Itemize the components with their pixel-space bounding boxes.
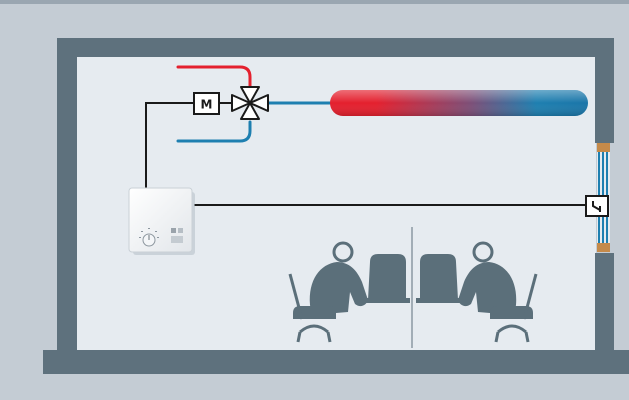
window-seal-bottom: [597, 243, 610, 252]
left-monitor: [368, 254, 406, 300]
radiator-shine: [330, 90, 588, 116]
left-wall: [57, 38, 77, 351]
contact-switch-symbol: [592, 201, 601, 212]
right-chair-seat: [490, 306, 533, 319]
right-desk: [416, 298, 462, 303]
window-contact-switch-icon: [585, 195, 609, 217]
right-chair-base: [494, 324, 530, 343]
motor-box: [193, 92, 220, 115]
left-desk: [364, 298, 410, 303]
person-at-desk-left-icon: [288, 241, 410, 343]
left-person-body: [309, 262, 368, 315]
three-way-valve-icon: [231, 86, 269, 120]
window-seal-top: [597, 143, 610, 152]
control-wires: [145, 102, 587, 206]
motor-actuator: M: [193, 92, 220, 115]
right-chair-back: [522, 273, 538, 320]
thermostat-indicator-2: [178, 228, 183, 233]
thermostat-switch: [171, 236, 183, 243]
left-chair-seat: [293, 306, 336, 319]
left-chair-back: [288, 273, 304, 320]
pipes: [176, 65, 334, 143]
hot-supply-pipe: [176, 65, 252, 88]
left-person-head: [332, 241, 354, 263]
room-thermostat-icon: [128, 187, 195, 255]
right-wall-lower: [595, 253, 614, 351]
motor-label: M: [201, 98, 213, 112]
person-at-desk-right-icon: [416, 241, 538, 343]
thermostat-dial-ticks: [139, 228, 159, 238]
right-monitor: [420, 254, 458, 300]
right-person-body: [458, 262, 517, 315]
left-chair-base: [296, 324, 332, 343]
radiator: [330, 90, 588, 116]
building-walls: [43, 38, 629, 374]
floor-slab: [43, 350, 629, 374]
right-person-head: [472, 241, 494, 263]
cold-return-pipe: [176, 120, 252, 143]
top-border: [0, 0, 629, 4]
thermostat-indicator-1: [171, 228, 176, 233]
ceiling-wall: [57, 38, 614, 57]
right-wall-upper: [595, 38, 614, 143]
contact-box: [585, 195, 609, 217]
wire-thermostat-to-motor: [145, 102, 193, 188]
